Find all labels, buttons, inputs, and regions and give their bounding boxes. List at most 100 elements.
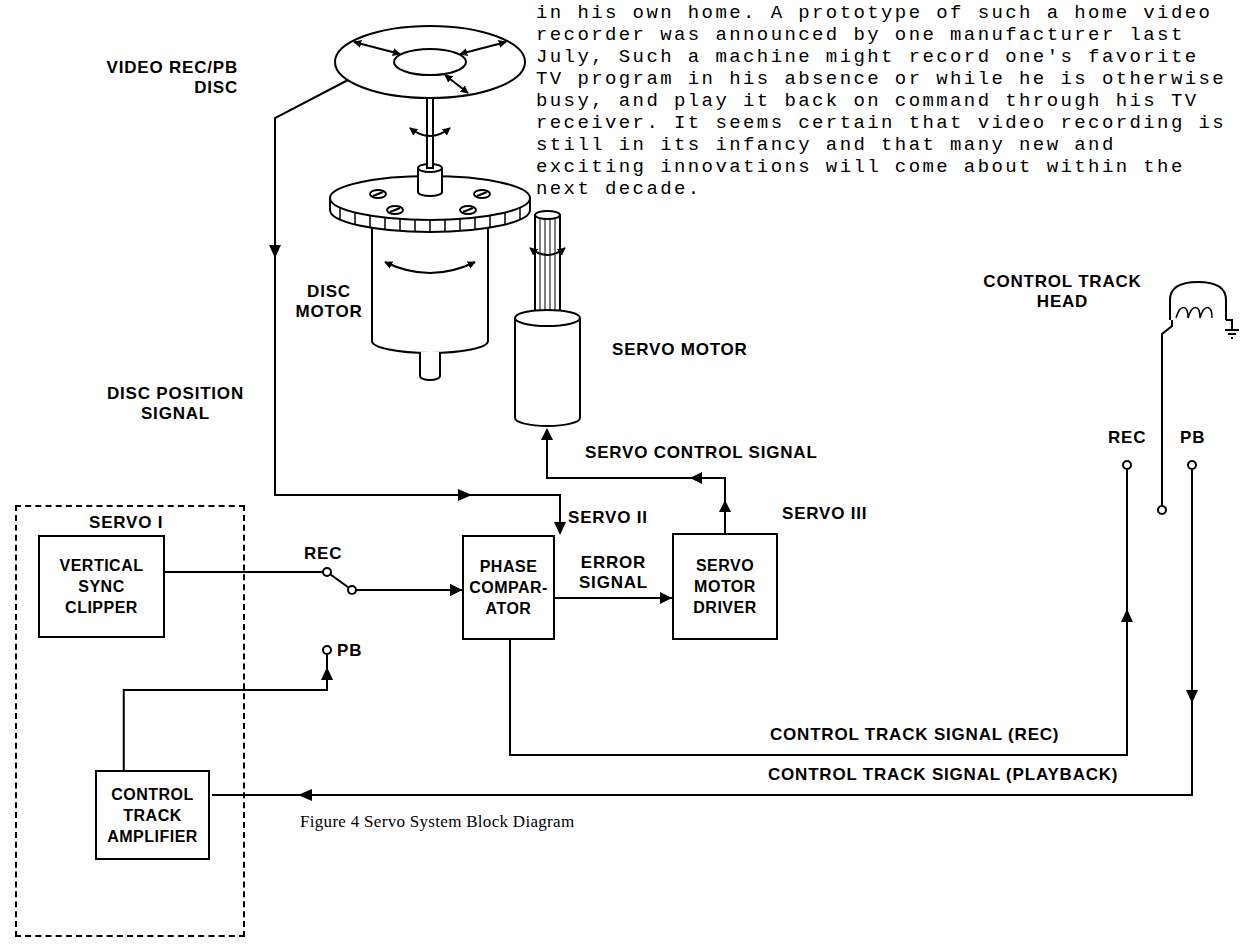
label-holder: SERVO MOTOR: [612, 340, 748, 360]
label-holder: CONTROL TRACK SIGNAL (PLAYBACK): [768, 765, 1118, 785]
disc-motor: [372, 328, 488, 353]
switch-label: PB: [1180, 428, 1205, 448]
switch-contact: [1123, 461, 1131, 469]
connector-label: ERROR SIGNAL: [574, 553, 654, 593]
servo-motor: [535, 211, 560, 219]
servo-motor: [540, 218, 555, 318]
arrow-head: [719, 500, 731, 512]
disc-motor-plate: [460, 206, 476, 214]
arrow-head: [554, 522, 566, 535]
disc-motor: [372, 222, 488, 327]
control-track-head: [1226, 320, 1232, 330]
part-label: DISC MOTOR: [292, 282, 366, 322]
arrow-head: [269, 245, 281, 258]
label-holder: REC: [1108, 428, 1146, 448]
box-text: PHASE COMPAR- ATOR: [469, 556, 548, 619]
switch-contact: [323, 646, 331, 654]
part-label: CONTROL TRACK HEAD: [975, 272, 1150, 312]
signal-wire: [275, 80, 560, 522]
disc-motor-plate: [390, 208, 400, 212]
control-track-head: [1170, 282, 1226, 320]
servo-group-box: SERVO IVERTICAL SYNC CLIPPERCONTROL TRAC…: [15, 505, 245, 937]
label-holder: PB: [1180, 428, 1205, 448]
label-holder: VIDEO REC/PB DISC: [100, 58, 238, 98]
switch-contact: [323, 568, 331, 576]
label-holder: REC: [304, 544, 342, 564]
connector-group: [124, 572, 672, 770]
arrow-head: [690, 472, 702, 484]
part-label: VIDEO REC/PB DISC: [100, 58, 238, 98]
disc-motor: [420, 352, 440, 380]
servo-motor: [530, 248, 565, 255]
process-box: PHASE COMPAR- ATOR: [462, 535, 555, 640]
disc-motor-plate: [463, 208, 473, 212]
servo-motor: [535, 215, 560, 318]
signal-label: DISC POSITION SIGNAL: [88, 384, 263, 424]
part-label: SERVO MOTOR: [612, 340, 748, 360]
video-disc: [335, 26, 525, 98]
switch-label: REC: [1108, 428, 1146, 448]
label-holder: in his own home. A prototype of such a h…: [536, 2, 1236, 200]
arrow-head: [1186, 690, 1198, 703]
label-holder: ERROR SIGNAL: [574, 553, 654, 593]
label-holder: DISC POSITION SIGNAL: [88, 384, 263, 424]
disc-motor: [385, 262, 475, 273]
video-disc: [394, 49, 466, 75]
signal-wire: [212, 80, 1192, 795]
section-label: SERVO II: [568, 508, 648, 528]
label-holder: CONTROL TRACK SIGNAL (REC): [770, 725, 1059, 745]
signal-wire: [212, 469, 1192, 795]
process-box: CONTROL TRACK AMPLIFIER: [95, 770, 210, 860]
label-holder: CONTROL TRACK HEAD: [975, 272, 1150, 312]
control-track-head: [1225, 330, 1239, 338]
video-disc: [335, 26, 525, 98]
process-box: SERVO MOTOR DRIVER: [672, 533, 778, 640]
signal-label: SERVO CONTROL SIGNAL: [585, 443, 818, 463]
figure-caption: Figure 4 Servo System Block Diagram: [300, 812, 574, 832]
signal-label: CONTROL TRACK SIGNAL (REC): [770, 725, 1059, 745]
box-text: CONTROL TRACK AMPLIFIER: [102, 784, 203, 847]
video-disc: [445, 75, 468, 93]
control-track-head: [1162, 282, 1239, 506]
arrow-head: [298, 789, 312, 801]
switch-contact: [348, 586, 356, 594]
video-disc: [354, 42, 400, 54]
switch-contact: [1188, 461, 1196, 469]
label-holder: PB: [337, 641, 362, 661]
box-text: VERTICAL SYNC CLIPPER: [45, 555, 158, 618]
label-holder: SERVO CONTROL SIGNAL: [585, 443, 818, 463]
switch-contact: [1123, 461, 1196, 514]
disc-motor-plate: [477, 192, 487, 196]
section-label: SERVO III: [782, 504, 867, 524]
disc-spindle: [427, 95, 433, 168]
signal-label: CONTROL TRACK SIGNAL (PLAYBACK): [768, 765, 1118, 785]
label-holder: SERVO III: [782, 504, 867, 524]
label-holder: DISC MOTOR: [292, 282, 366, 322]
control-track-head: [1162, 320, 1172, 506]
signal-connector: [124, 590, 462, 770]
disc-motor-plate: [474, 190, 490, 198]
video-disc: [460, 42, 506, 54]
switch-label: REC: [304, 544, 342, 564]
process-box: VERTICAL SYNC CLIPPER: [38, 535, 165, 638]
signal-connector: [555, 597, 672, 599]
body-paragraph: in his own home. A prototype of such a h…: [536, 2, 1236, 200]
arrow-head: [541, 428, 553, 440]
servo-motor: [515, 310, 580, 326]
servo-motor: [515, 211, 580, 426]
disc-motor-plate: [373, 192, 383, 196]
disc-spindle: [410, 128, 450, 136]
label-holder: Figure 4 Servo System Block Diagram: [300, 812, 574, 832]
signal-wire: [510, 469, 1127, 755]
switch-contact: [1158, 506, 1166, 514]
disc-motor-plate: [330, 164, 530, 232]
disc-motor: [372, 222, 488, 380]
servo-motor: [515, 318, 580, 426]
disc-spindle: [410, 95, 450, 168]
label-holder: SERVO II: [568, 508, 648, 528]
box-text: SERVO MOTOR DRIVER: [679, 555, 771, 618]
arrow-head: [1121, 609, 1133, 622]
disc-motor-plate: [387, 206, 403, 214]
switch-label: PB: [337, 641, 362, 661]
